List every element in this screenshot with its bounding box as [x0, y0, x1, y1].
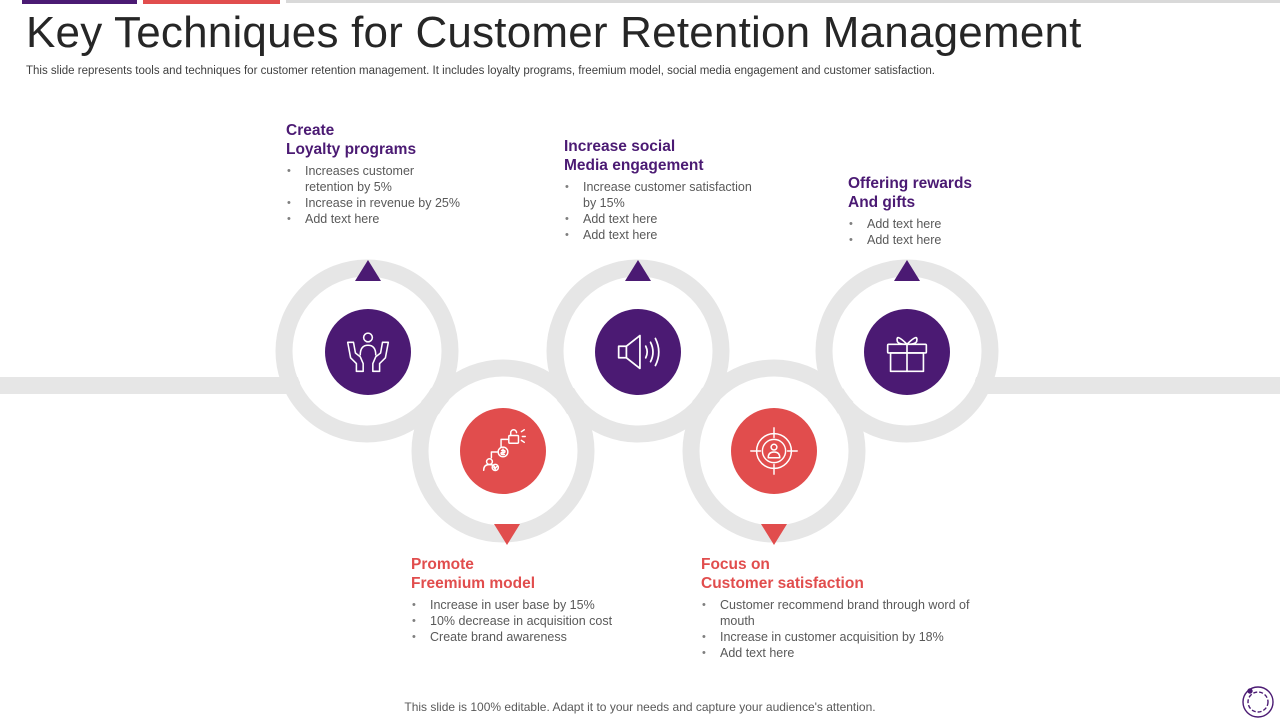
pointer-up-5 — [894, 260, 920, 281]
pointer-up-3 — [625, 260, 651, 281]
timeline-track-left — [0, 377, 300, 394]
technique-freemium: Promote Freemium model Increase in user … — [411, 555, 671, 645]
megaphone-icon — [617, 334, 660, 370]
technique-title: Focus on Customer satisfaction — [701, 556, 864, 592]
hands-person-icon — [346, 332, 390, 373]
list-item: Customer recommend brand through word of… — [701, 597, 976, 629]
bullet-list: Increase in user base by 15% 10% decreas… — [411, 597, 671, 645]
list-item: Add text here — [701, 645, 976, 661]
slide-title: Key Techniques for Customer Retention Ma… — [26, 8, 1082, 57]
gift-icon — [886, 336, 928, 373]
accent-bar-purple — [22, 0, 137, 4]
technique-satisfaction: Focus on Customer satisfaction Customer … — [701, 555, 976, 661]
timeline-track-right — [975, 377, 1280, 394]
technique-social: Increase social Media engagement Increas… — [564, 137, 754, 243]
list-item: Add text here — [564, 227, 754, 243]
pointer-down-2 — [494, 524, 520, 545]
slide-subtitle: This slide represents tools and techniqu… — [26, 65, 935, 77]
bullet-list: Increase customer satisfaction by 15% Ad… — [564, 179, 754, 243]
technique-rewards: Offering rewards And gifts Add text here… — [848, 174, 1018, 248]
circle-rewards — [864, 309, 950, 395]
list-item: Create brand awareness — [411, 629, 671, 645]
technique-title: Increase social Media engagement — [564, 138, 704, 174]
circle-freemium — [460, 408, 546, 494]
list-item: Add text here — [286, 211, 466, 227]
accent-bar-gray — [286, 0, 1280, 3]
technique-loyalty: Create Loyalty programs Increases custom… — [286, 121, 466, 227]
target-customer-icon — [750, 427, 798, 475]
accent-bar-red — [143, 0, 280, 4]
technique-title: Promote Freemium model — [411, 556, 536, 592]
pointer-up-1 — [355, 260, 381, 281]
technique-title: Offering rewards And gifts — [848, 175, 973, 211]
list-item: Increases customer retention by 5% — [286, 163, 466, 195]
brand-logo-icon — [1242, 686, 1274, 718]
list-item: 10% decrease in acquisition cost — [411, 613, 671, 629]
list-item: Increase in user base by 15% — [411, 597, 671, 613]
list-item: Add text here — [564, 211, 754, 227]
bullet-list: Add text here Add text here — [848, 216, 1018, 248]
technique-title: Create Loyalty programs — [286, 122, 417, 158]
bullet-list: Customer recommend brand through word of… — [701, 597, 976, 661]
list-item: Add text here — [848, 216, 1018, 232]
circle-social — [595, 309, 681, 395]
pointer-down-4 — [761, 524, 787, 545]
bullet-list: Increases customer retention by 5% Incre… — [286, 163, 466, 227]
list-item: Increase in revenue by 25% — [286, 195, 466, 211]
list-item: Increase in customer acquisition by 18% — [701, 629, 976, 645]
list-item: Increase customer satisfaction by 15% — [564, 179, 754, 211]
slide-footer: This slide is 100% editable. Adapt it to… — [404, 700, 876, 714]
circle-loyalty — [325, 309, 411, 395]
list-item: Add text here — [848, 232, 1018, 248]
freemium-exchange-icon — [482, 429, 526, 472]
circle-satisfaction — [731, 408, 817, 494]
